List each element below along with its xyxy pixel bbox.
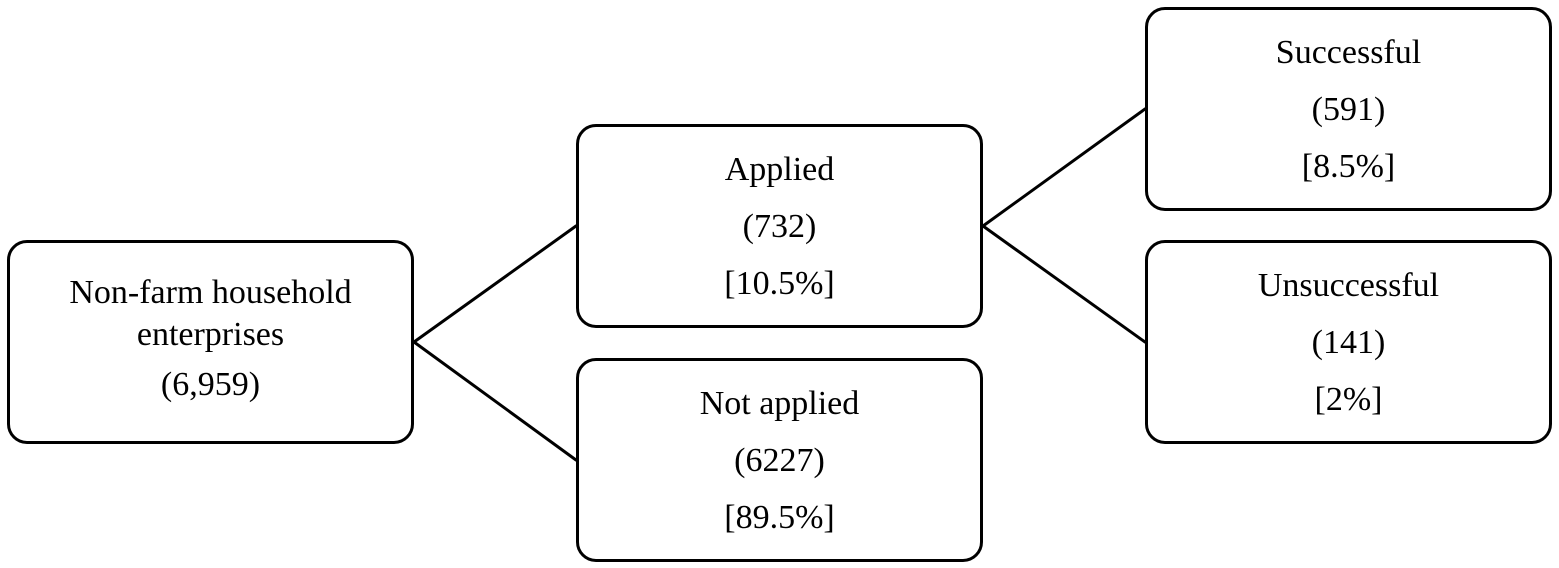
node-not-applied: Not applied (6227) [89.5%]: [576, 358, 983, 562]
node-label-line1: Non-farm household: [69, 273, 352, 311]
node-percent: [8.5%]: [1301, 147, 1396, 185]
node-percent: [2%]: [1314, 380, 1383, 418]
edge-root-to-applied: [412, 224, 578, 344]
node-count: (732): [742, 207, 817, 245]
node-label-line2: enterprises: [136, 315, 285, 353]
node-count: (141): [1311, 323, 1386, 361]
node-count: (591): [1311, 90, 1386, 128]
node-non-farm-household-enterprises: Non-farm household enterprises (6,959): [7, 240, 414, 444]
node-label: Applied: [724, 150, 835, 188]
node-unsuccessful: Unsuccessful (141) [2%]: [1145, 240, 1552, 444]
edge-applied-to-unsuccessful: [981, 224, 1147, 344]
node-successful: Successful (591) [8.5%]: [1145, 7, 1552, 211]
node-label: Unsuccessful: [1257, 266, 1440, 304]
node-count: (6227): [734, 441, 825, 479]
edge-root-to-not-applied: [412, 340, 578, 462]
node-applied: Applied (732) [10.5%]: [576, 124, 983, 328]
node-percent: [10.5%]: [724, 264, 835, 302]
node-count: (6,959): [160, 365, 261, 403]
node-label: Successful: [1275, 33, 1422, 71]
node-percent: [89.5%]: [724, 498, 835, 536]
node-label: Not applied: [699, 384, 860, 422]
edge-applied-to-successful: [981, 107, 1147, 228]
